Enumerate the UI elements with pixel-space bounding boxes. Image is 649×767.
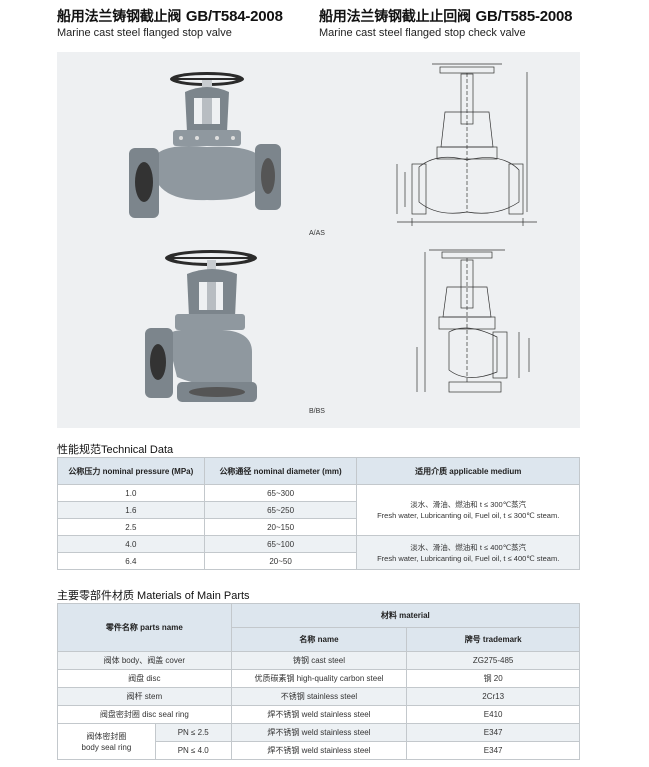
materials-section-title: 主要零部件材质 Materials of Main Parts: [57, 590, 250, 602]
technical-section-title: 性能规范Technical Data: [57, 444, 174, 456]
trademark-cell: 钢 20: [406, 669, 580, 688]
figure-label-b: B/BS: [309, 408, 325, 415]
technical-header-row: 公称压力 nominal pressure (MPa) 公称通径 nominal…: [57, 457, 580, 485]
medium-en: Fresh water, Lubricanting oil, Fuel oil,…: [377, 511, 560, 520]
technical-header-pressure: 公称压力 nominal pressure (MPa): [57, 457, 205, 485]
medium-cn: 淡水、滑油、燃油和 t ≤ 300℃蒸汽: [410, 500, 527, 509]
valve-b-photo: [145, 250, 257, 402]
table-row: 阀盘密封圈 disc seal ring 焊不锈钢 weld stainless…: [57, 705, 580, 724]
materials-header-row: 零件名称 parts name 材料 material: [57, 603, 581, 652]
drawing-b: [416, 249, 530, 393]
materials-table: 零件名称 parts name 材料 material 名称 name 牌号 t…: [57, 603, 581, 760]
trademark-cell: E347: [406, 723, 580, 742]
part-cell: 阀体 body、阀盖 cover: [57, 651, 232, 670]
pressure-cell: 2.5: [57, 518, 205, 536]
trademark-cell: E410: [406, 705, 580, 724]
material-name-cell: 焊不锈钢 weld stainless steel: [230, 741, 408, 760]
material-name-cell: 焊不锈钢 weld stainless steel: [230, 705, 408, 724]
trademark-cell: E347: [406, 741, 580, 760]
table-row: 4.0 65~100 淡水、滑油、燃油和 t ≤ 400℃蒸汽 Fresh wa…: [57, 535, 580, 570]
pressure-cell: 6.4: [57, 552, 205, 570]
valve-illustrations: A/AS B/BS: [129, 63, 537, 415]
part-cell: 阀杆 stem: [57, 687, 232, 706]
left-title-standard: GB/T584-2008: [185, 8, 283, 25]
table-row: 阀盘 disc 优质碳素钢 high-quality carbon steel …: [57, 669, 580, 688]
diameter-cell: 65~300: [203, 484, 358, 502]
material-name-cell: 不锈钢 stainless steel: [230, 687, 408, 706]
diameter-cell: 65~250: [203, 501, 358, 519]
part-cell: 阀盘密封圈 disc seal ring: [57, 705, 232, 724]
right-title: 船用法兰铸钢截止止回阀 GB/T585-2008: [319, 6, 573, 26]
table-row: 阀体 body、阀盖 cover 铸钢 cast steel ZG275-485: [57, 651, 580, 670]
body-seal-part-cell: 阀体密封圈 body seal ring: [57, 723, 156, 760]
materials-header-name: 名称 name: [230, 627, 408, 652]
right-title-block: 船用法兰铸钢截止止回阀 GB/T585-2008 Marine cast ste…: [319, 6, 573, 39]
table-row: 6.4 20~50: [57, 552, 580, 570]
materials-header-trademark: 牌号 trademark: [406, 627, 580, 652]
figure-label-a: A/AS: [309, 230, 325, 237]
left-title-block: 船用法兰铸钢截止阀 GB/T584-2008 Marine cast steel…: [57, 6, 283, 39]
right-title-standard: GB/T585-2008: [475, 8, 573, 25]
table-row: 1.0 65~300 淡水、滑油、燃油和 t ≤ 300℃蒸汽 Fresh wa…: [57, 484, 580, 536]
trademark-cell: ZG275-485: [406, 651, 580, 670]
diameter-cell: 20~50: [203, 552, 358, 570]
materials-header-material: 材料 material: [230, 603, 581, 628]
diameter-cell: 20~150: [203, 518, 358, 536]
part-cell: 阀盘 disc: [57, 669, 232, 688]
pn-cell: PN ≤ 2.5: [154, 723, 232, 742]
materials-header-part: 零件名称 parts name: [57, 603, 232, 652]
table-row: 阀杆 stem 不锈钢 stainless steel 2Cr13: [57, 687, 580, 706]
right-title-en: Marine cast steel flanged stop check val…: [319, 27, 526, 39]
medium-cn: 淡水、滑油、燃油和 t ≤ 400℃蒸汽: [410, 542, 527, 552]
body-seal-part-en: body seal ring: [81, 742, 132, 752]
right-title-cn: 船用法兰铸钢截止止回阀: [319, 9, 471, 25]
left-title-cn: 船用法兰铸钢截止阀: [57, 9, 182, 25]
left-title: 船用法兰铸钢截止阀 GB/T584-2008: [57, 6, 283, 26]
pressure-cell: 4.0: [57, 535, 205, 553]
pressure-cell: 1.6: [57, 501, 205, 519]
table-row: PN ≤ 4.0 焊不锈钢 weld stainless steel E347: [58, 741, 580, 760]
left-title-en: Marine cast steel flanged stop valve: [57, 27, 232, 39]
material-name-cell: 优质碳素钢 high-quality carbon steel: [230, 669, 408, 688]
medium-cell: 淡水、滑油、燃油和 t ≤ 400℃蒸汽 Fresh water, Lubric…: [356, 535, 580, 570]
material-name-cell: 焊不锈钢 weld stainless steel: [230, 723, 408, 742]
technical-header-medium: 适用介质 applicable medium: [356, 457, 580, 485]
pressure-cell: 1.0: [57, 484, 205, 502]
diameter-cell: 65~100: [203, 535, 358, 553]
technical-header-diameter: 公称通径 nominal diameter (mm): [203, 457, 358, 485]
technical-table: 公称压力 nominal pressure (MPa) 公称通径 nominal…: [57, 457, 580, 570]
body-seal-part-cn: 阀体密封圈: [86, 731, 127, 741]
drawing-a: [396, 63, 537, 226]
product-figure: A/AS B/BS: [57, 52, 580, 428]
table-row: 阀体密封圈 body seal ring PN ≤ 2.5 焊不锈钢 weld …: [57, 723, 580, 760]
trademark-cell: 2Cr13: [406, 687, 580, 706]
medium-cell: 淡水、滑油、燃油和 t ≤ 300℃蒸汽 Fresh water, Lubric…: [356, 484, 580, 536]
medium-en: Fresh water, Lubricanting oil, Fuel oil,…: [377, 553, 560, 563]
material-name-cell: 铸钢 cast steel: [230, 651, 408, 670]
valve-a-photo: [129, 72, 281, 218]
pn-cell: PN ≤ 4.0: [154, 741, 232, 760]
